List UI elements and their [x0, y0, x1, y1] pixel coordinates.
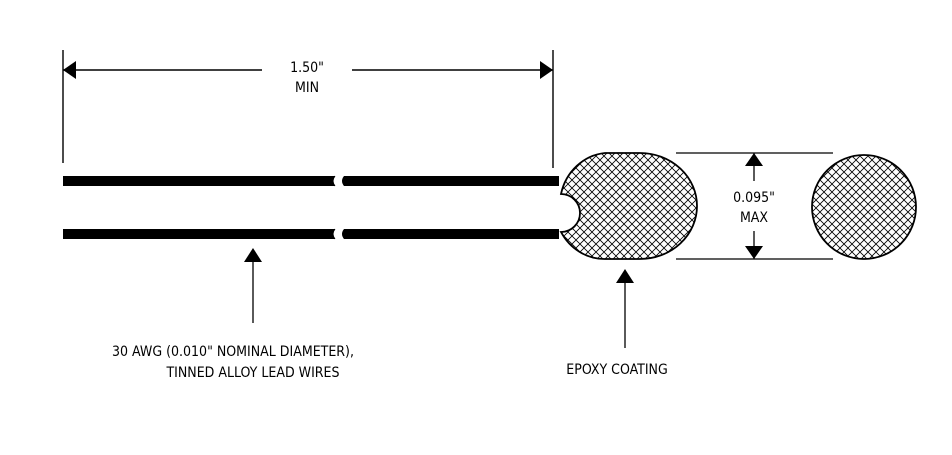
length-qualifier: MIN: [295, 80, 319, 96]
thermistor-end-view: [811, 154, 917, 260]
arrowhead-left: [63, 61, 76, 79]
diameter-qualifier: MAX: [740, 210, 768, 226]
diameter-dimension: 0.095" MAX: [676, 152, 833, 260]
diameter-value: 0.095": [733, 190, 775, 206]
coating-callout: EPOXY COATING: [566, 269, 668, 378]
wire-callout-line2: TINNED ALLOY LEAD WIRES: [165, 365, 339, 381]
lower-wire-break-left: [332, 228, 336, 240]
thermistor-body: [559, 152, 698, 260]
wire-callout-line1: 30 AWG (0.010" NOMINAL DIAMETER),: [112, 344, 354, 360]
upper-wire-break-left: [332, 175, 336, 187]
wire-callout: 30 AWG (0.010" NOMINAL DIAMETER), TINNED…: [112, 248, 354, 381]
wire-leader-arrow: [244, 248, 262, 262]
coating-callout-text: EPOXY COATING: [566, 362, 667, 378]
diameter-arrow-bottom: [745, 246, 763, 259]
upper-wire-break-right: [342, 176, 344, 186]
upper-wire-right-segment: [344, 176, 559, 186]
lower-wire-right-segment: [344, 229, 559, 239]
length-dimension: 1.50" MIN: [62, 50, 554, 168]
diameter-arrow-top: [745, 153, 763, 166]
length-value: 1.50": [290, 60, 324, 76]
lower-wire-break-right: [342, 229, 344, 239]
arrowhead-right: [540, 61, 553, 79]
coating-leader-arrow: [616, 269, 634, 283]
lead-wires: [63, 175, 559, 240]
lower-wire-left-segment: [63, 229, 335, 239]
upper-wire-left-segment: [63, 176, 335, 186]
